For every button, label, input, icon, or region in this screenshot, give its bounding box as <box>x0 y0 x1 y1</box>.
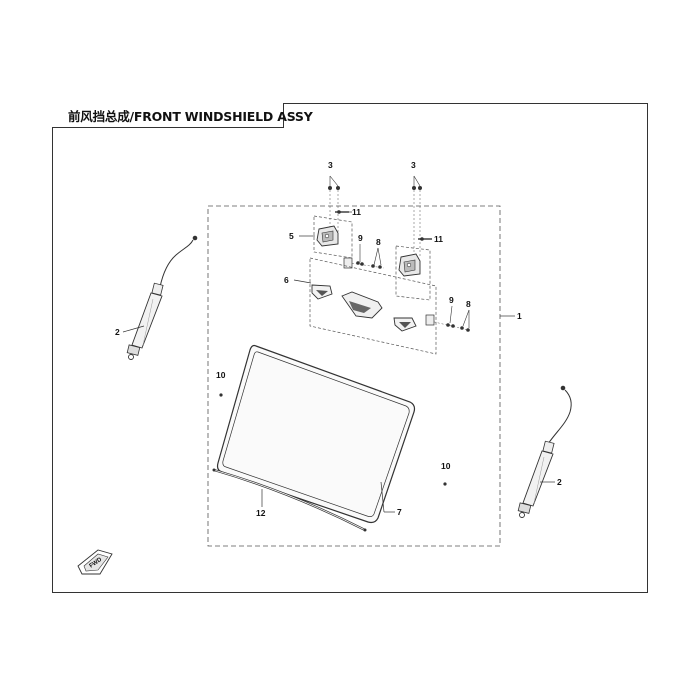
callout-3-left: 3 <box>328 160 333 170</box>
assembly-group-box <box>207 205 501 547</box>
callout-12: 12 <box>256 508 266 518</box>
diagram-frame <box>52 103 648 593</box>
fastener-10-left <box>219 393 223 397</box>
fwd-direction-badge: FWD <box>77 549 113 575</box>
callout-2-left: 2 <box>115 327 120 337</box>
cover-left-6 <box>311 284 333 300</box>
windshield-panel <box>216 344 416 524</box>
callout-11-right: 11 <box>434 234 443 244</box>
cover-center-6 <box>341 291 383 319</box>
callout-8-lower: 8 <box>466 299 471 309</box>
screws-3-right <box>412 175 422 258</box>
callout-2-right: 2 <box>557 477 562 487</box>
callout-5: 5 <box>289 231 294 241</box>
title-box: 前风挡总成/FRONT WINDSHIELD ASSY <box>52 103 313 128</box>
pin-11-left <box>335 210 349 214</box>
pin-11-right <box>418 237 432 241</box>
hinge-bracket-5-right <box>398 253 421 277</box>
callout-3-right: 3 <box>411 160 416 170</box>
bracket-5-right-box <box>395 245 431 301</box>
callout-7: 7 <box>397 507 402 517</box>
fastener-10-right <box>443 482 447 486</box>
leader-2-left <box>122 325 145 333</box>
callout-10-right: 10 <box>441 461 451 471</box>
gas-strut-left <box>126 235 198 360</box>
callout-1: 1 <box>517 311 522 321</box>
washer-nut-upper <box>343 244 385 269</box>
screws-3-left <box>328 175 340 232</box>
callout-10-left: 10 <box>216 370 226 380</box>
callout-9-upper: 9 <box>358 233 363 243</box>
cover-plate-6-box <box>309 257 437 355</box>
callout-11-left: 11 <box>352 207 361 217</box>
seal-strip-12 <box>212 468 367 532</box>
bracket-5-left-box <box>313 215 353 259</box>
callout-6: 6 <box>284 275 289 285</box>
gas-strut-right <box>517 385 572 518</box>
hinge-bracket-5-left <box>316 225 339 247</box>
callout-9-lower: 9 <box>449 295 454 305</box>
cover-right-6 <box>393 317 417 332</box>
diagram-title: 前风挡总成/FRONT WINDSHIELD ASSY <box>68 108 313 124</box>
washer-nut-lower <box>425 305 470 332</box>
callout-8-upper: 8 <box>376 237 381 247</box>
